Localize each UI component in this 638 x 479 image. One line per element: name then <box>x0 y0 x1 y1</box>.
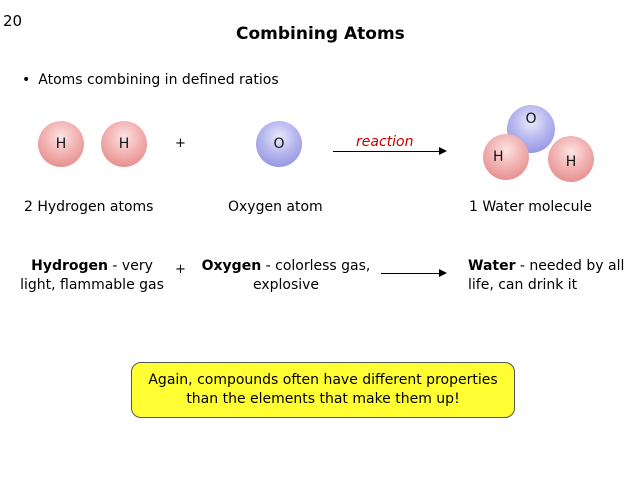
hydrogen-symbol: H <box>118 136 130 152</box>
oxygen-description-text: - colorless gas, explosive <box>252 258 371 293</box>
water-label: 1 Water molecule <box>469 199 592 215</box>
water-name: Water <box>468 258 516 274</box>
bullet-point: • Atoms combining in defined ratios <box>22 72 279 88</box>
plus-sign-bottom: + <box>175 262 186 277</box>
reaction-arrow-line <box>333 151 439 152</box>
hydrogen-symbol: H <box>55 136 67 152</box>
plus-sign-top: + <box>175 136 186 151</box>
oxygen-description: Oxygen - colorless gas, explosive <box>194 257 378 295</box>
callout-box: Again, compounds often have different pr… <box>131 362 515 418</box>
hydrogen-name: Hydrogen <box>31 258 108 274</box>
water-description-text: - needed by all life, can drink it <box>468 258 625 293</box>
oxygen-label: Oxygen atom <box>228 199 323 215</box>
oxygen-symbol: O <box>273 136 285 152</box>
water-hydrogen-atom-2: H <box>548 136 594 182</box>
reaction-arrow-head-icon <box>439 147 447 155</box>
bullet-text: Atoms combining in defined ratios <box>38 72 279 88</box>
oxygen-atom: O <box>256 121 302 167</box>
hydrogen-description-text: - very light, flammable gas <box>20 258 164 293</box>
oxygen-name: Oxygen <box>201 258 262 274</box>
hydrogen-atom-1: H <box>38 121 84 167</box>
hydrogen-label: 2 Hydrogen atoms <box>24 199 154 215</box>
callout-text: Again, compounds often have different pr… <box>148 372 498 407</box>
hydrogen-symbol: H <box>493 149 504 165</box>
slide-title: Combining Atoms <box>236 24 405 44</box>
oxygen-symbol: O <box>525 111 537 127</box>
hydrogen-description: Hydrogen - very light, flammable gas <box>12 257 172 295</box>
result-arrow-head-icon <box>439 269 447 277</box>
water-description: Water - needed by all life, can drink it <box>468 257 628 295</box>
bullet-dot-icon: • <box>22 72 31 88</box>
result-arrow-line <box>381 273 439 274</box>
slide-number: 20 <box>3 12 23 30</box>
reaction-label: reaction <box>356 134 414 150</box>
hydrogen-symbol: H <box>565 154 577 170</box>
water-hydrogen-atom-1: H <box>483 134 529 180</box>
hydrogen-atom-2: H <box>101 121 147 167</box>
